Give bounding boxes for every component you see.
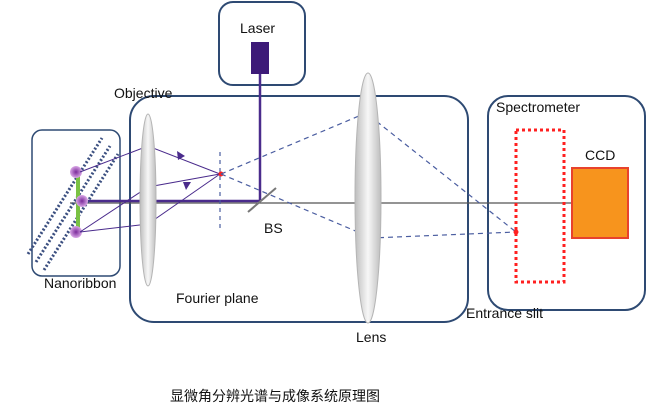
imaging-lens bbox=[354, 72, 382, 324]
entrance-slit-label: Entrance slit bbox=[466, 305, 543, 321]
figure-caption: 显微角分辨光谱与成像系统原理图 bbox=[170, 389, 380, 405]
slit-point bbox=[513, 229, 519, 235]
spectrometer-label: Spectrometer bbox=[496, 99, 580, 115]
bs-label: BS bbox=[264, 220, 283, 236]
lens-label: Lens bbox=[356, 329, 386, 345]
ccd-detector bbox=[572, 168, 628, 238]
ccd-label: CCD bbox=[585, 147, 615, 163]
beam-splitter bbox=[247, 187, 277, 213]
laser-label: Laser bbox=[240, 20, 275, 36]
nanoribbon-label: Nanoribbon bbox=[44, 275, 116, 291]
nanoribbon-sample bbox=[26, 137, 120, 271]
emitter-dot bbox=[76, 195, 88, 207]
objective-lens bbox=[139, 113, 157, 287]
emitter-dot bbox=[70, 226, 82, 238]
entrance-slit bbox=[514, 128, 566, 284]
main-system-box bbox=[129, 95, 469, 323]
fourier-plane-label: Fourier plane bbox=[176, 290, 259, 306]
laser-source bbox=[251, 42, 269, 74]
ray-arrow-icon bbox=[177, 151, 191, 190]
laser-box bbox=[218, 1, 306, 86]
objective-label: Objective bbox=[114, 85, 173, 101]
ccd-detector-border bbox=[571, 167, 629, 239]
emitter-dot bbox=[70, 166, 82, 178]
